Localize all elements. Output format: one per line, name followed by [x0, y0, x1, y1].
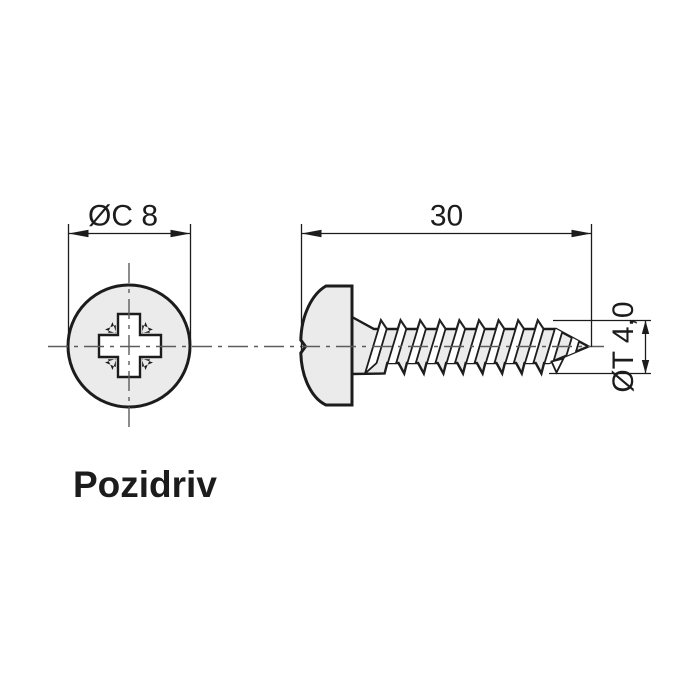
- drive-type-label: Pozidriv: [73, 464, 217, 505]
- thread-flight-band: [500, 318, 525, 374]
- pozidriv-identification-ticks: [105, 322, 153, 370]
- head-diameter-dimension: ØC 8: [67, 200, 192, 345]
- arrowhead-right-icon: [571, 229, 592, 238]
- arrowhead-left-icon: [68, 229, 89, 238]
- centerlines: [48, 263, 604, 429]
- pozidriv-tick-icon: [141, 322, 153, 334]
- arrowhead-right-icon: [170, 229, 191, 238]
- pozidriv-tick-icon: [141, 358, 153, 370]
- pan-head-profile: [299, 284, 354, 407]
- screw-side-view: [299, 284, 592, 407]
- arrowhead-down-icon: [641, 360, 650, 374]
- head-diameter-value: ØC 8: [88, 200, 158, 233]
- arrowhead-left-icon: [301, 229, 322, 238]
- tip-thread-tooth: [550, 357, 566, 375]
- length-dimension: 30: [300, 200, 593, 352]
- pozidriv-recess-cross: [97, 312, 163, 379]
- thread-diameter-dimension: ØT 4,0: [549, 301, 651, 393]
- thread-diameter-value: ØT 4,0: [607, 301, 640, 392]
- length-value: 30: [430, 200, 463, 233]
- pozidriv-tick-icon: [105, 322, 117, 334]
- arrowhead-up-icon: [641, 320, 650, 334]
- pozidriv-tick-icon: [105, 358, 117, 370]
